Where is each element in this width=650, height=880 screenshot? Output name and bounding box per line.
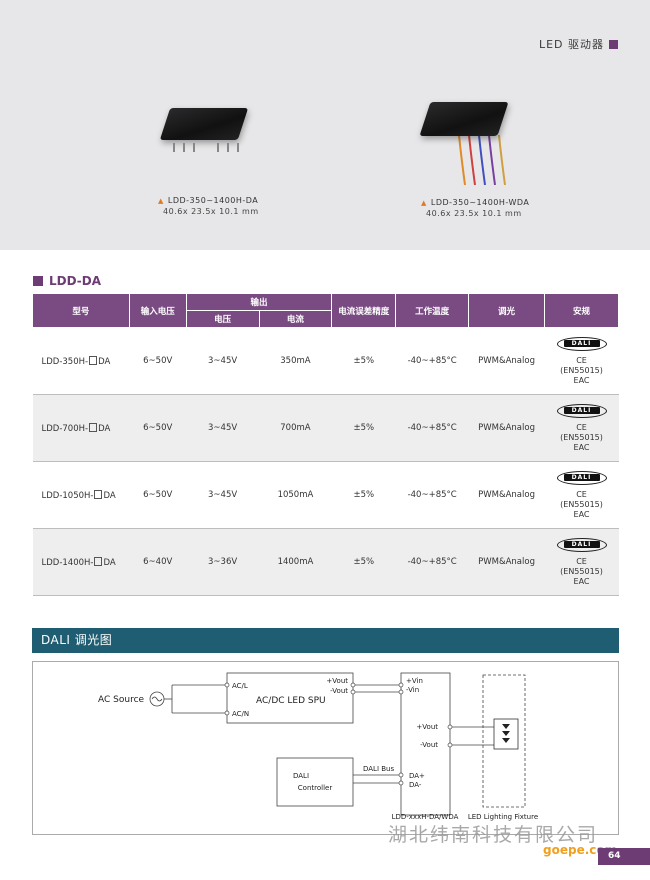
voltage-cell: 3~45V — [186, 461, 259, 529]
triangle-icon: ▲ — [421, 199, 427, 207]
dali-wiring-diagram: AC Source AC/DC LED SPU DALI AC/L AC/N +… — [98, 672, 538, 821]
model-cell: LDD-700H-DA — [32, 394, 130, 462]
table-row: LDD-1400H-DA 6~40V 3~36V 1400mA ±5% -40~… — [32, 528, 619, 596]
spu-label: AC/DC LED SPU — [256, 696, 326, 706]
product-caption-wda: ▲LDD-350~1400H-WDA 40.6x 23.5x 10.1 mm — [421, 198, 530, 218]
ac-source-label: AC Source — [98, 695, 145, 705]
model-cell: LDD-350H-DA — [32, 327, 130, 395]
col-header-voltage: 电压 — [185, 310, 260, 328]
table-row: LDD-700H-DA 6~50V 3~45V 700mA ±5% -40~+8… — [32, 394, 619, 462]
dali-logo-icon: DALI — [556, 403, 607, 418]
temp-cell: -40~+85°C — [395, 327, 469, 395]
fixture-label: LED Lighting Fixture — [468, 813, 538, 821]
drv-da-p-label: DA+ — [409, 772, 425, 780]
accuracy-cell: ±5% — [331, 327, 396, 395]
heading-square-icon — [33, 276, 43, 286]
input-cell: 6~50V — [129, 394, 187, 462]
product-caption-da: ▲LDD-350~1400H-DA 40.6x 23.5x 10.1 mm — [158, 196, 259, 216]
spu-vout-n-label: -Vout — [330, 687, 348, 695]
accuracy-cell: ±5% — [331, 461, 396, 529]
current-cell: 350mA — [259, 327, 332, 395]
triangle-icon: ▲ — [158, 197, 164, 205]
dimming-cell: PWM&Analog — [468, 461, 545, 529]
temp-cell: -40~+85°C — [395, 528, 469, 596]
controller-label-2: Controller — [298, 784, 333, 792]
dimming-cell: PWM&Analog — [468, 528, 545, 596]
temp-cell: -40~+85°C — [395, 394, 469, 462]
company-watermark: 湖北纬南科技有限公司 — [388, 824, 599, 846]
driver-label: LDD-xxxH-DA/WDA — [392, 813, 459, 821]
current-cell: 1050mA — [259, 461, 332, 529]
title-square-icon — [609, 39, 618, 49]
voltage-cell: 3~45V — [186, 327, 259, 395]
model-cell: LDD-1050H-DA — [32, 461, 130, 529]
col-header-current: 电流 — [258, 310, 333, 328]
product-image-da — [145, 80, 275, 180]
col-header-temp: 工作温度 — [395, 293, 470, 328]
catalog-section-title: LED 驱动器 — [539, 36, 618, 52]
input-cell: 6~40V — [129, 528, 187, 596]
model-cell: LDD-1400H-DA — [32, 528, 130, 596]
dali-logo-icon: DALI — [556, 470, 607, 485]
dali-logo-icon: DALI — [556, 537, 607, 552]
col-header-output: 输出 — [185, 293, 333, 311]
col-header-input-voltage: 输入电压 — [128, 293, 187, 328]
cert-cell: DALI CE(EN55015)EAC — [544, 327, 619, 395]
ac-l-label: AC/L — [232, 682, 248, 690]
accuracy-cell: ±5% — [331, 528, 396, 596]
spu-box — [226, 672, 354, 724]
drv-vout-p-label: +Vout — [416, 723, 438, 731]
section-heading: LDD-DA — [33, 274, 101, 288]
product-photo-area: LED 驱动器 ▲LDD-350~1400H-DA 40.6x 23.5x 10… — [0, 0, 650, 250]
table-row: LDD-1050H-DA 6~50V 3~45V 1050mA ±5% -40~… — [32, 461, 619, 529]
col-header-safety: 安规 — [544, 293, 619, 328]
col-header-model: 型号 — [32, 293, 130, 328]
spu-vout-p-label: +Vout — [326, 677, 348, 685]
diagram-title-bar: DALI 调光图 — [32, 628, 619, 653]
accuracy-cell: ±5% — [331, 394, 396, 462]
controller-label-1: DALI — [293, 772, 309, 780]
page-number: 64 — [598, 848, 650, 865]
temp-cell: -40~+85°C — [395, 461, 469, 529]
cert-cell: DALI CE(EN55015)EAC — [544, 528, 619, 596]
drv-vin-n-label: -Vin — [406, 686, 419, 694]
drv-vin-p-label: +Vin — [406, 677, 423, 685]
spec-table: 型号 输入电压 输出 电流误差精度 工作温度 调光 安规 电压 电流 LDD-3… — [32, 293, 619, 596]
dali-logo-icon: DALI — [556, 336, 607, 351]
voltage-cell: 3~45V — [186, 394, 259, 462]
ac-n-label: AC/N — [232, 710, 249, 718]
product-image-wda — [400, 80, 530, 190]
col-header-accuracy: 电流误差精度 — [331, 293, 397, 328]
input-cell: 6~50V — [129, 461, 187, 529]
input-cell: 6~50V — [129, 327, 187, 395]
dimming-cell: PWM&Analog — [468, 327, 545, 395]
cert-cell: DALI CE(EN55015)EAC — [544, 461, 619, 529]
dimming-cell: PWM&Analog — [468, 394, 545, 462]
fixture-box — [482, 674, 526, 808]
current-cell: 700mA — [259, 394, 332, 462]
voltage-cell: 3~36V — [186, 528, 259, 596]
table-row: LDD-350H-DA 6~50V 3~45V 350mA ±5% -40~+8… — [32, 327, 619, 395]
drv-da-n-label: DA- — [409, 781, 422, 789]
cert-cell: DALI CE(EN55015)EAC — [544, 394, 619, 462]
sine-icon — [151, 696, 163, 702]
current-cell: 1400mA — [259, 528, 332, 596]
dali-bus-label: DALI Bus — [363, 765, 394, 773]
col-header-dimming: 调光 — [468, 293, 546, 328]
controller-box — [276, 757, 354, 807]
drv-vout-n-label: -Vout — [420, 741, 438, 749]
